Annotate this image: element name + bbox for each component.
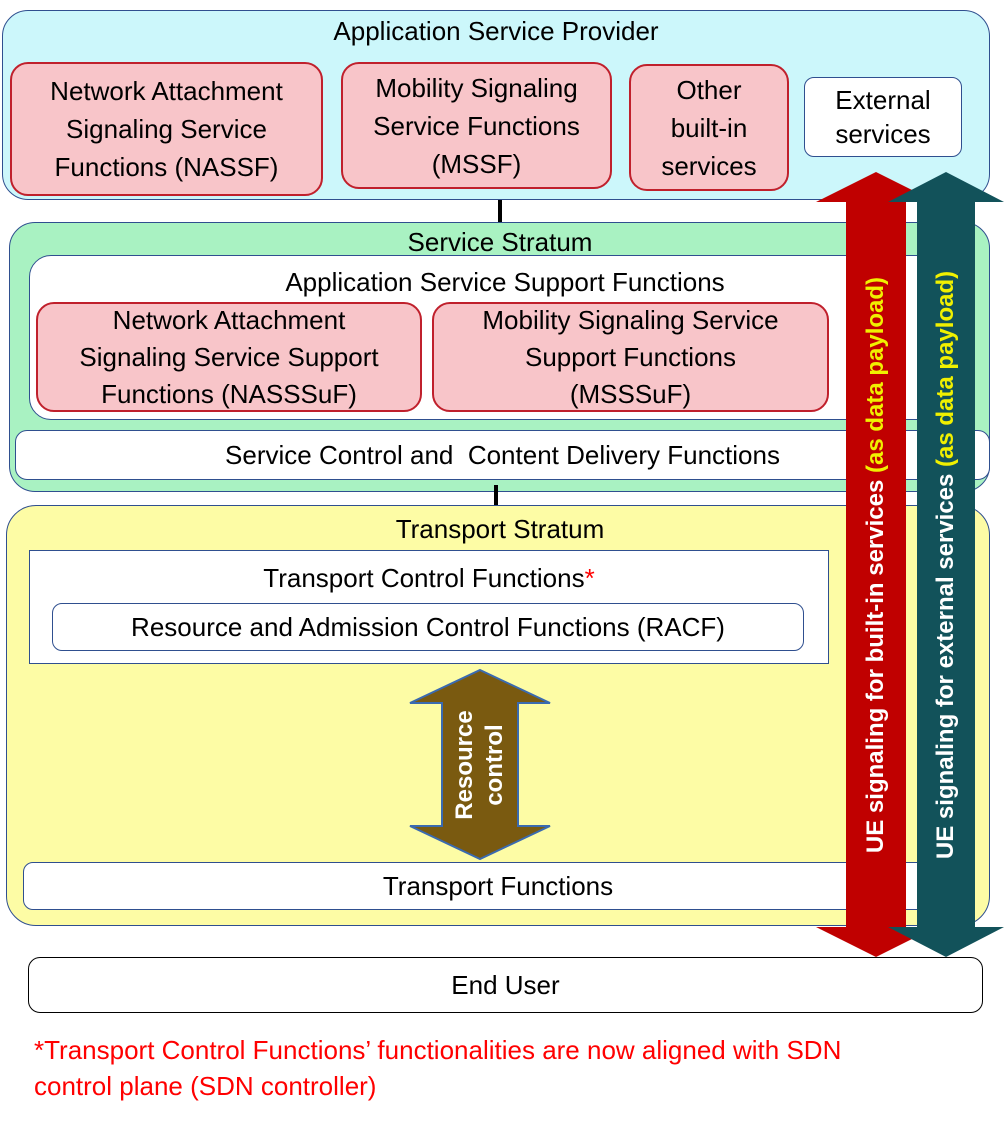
nassf-line-1: Network Attachment <box>50 76 283 106</box>
mssf-line-3: (MSSF) <box>431 148 522 179</box>
external-signaling-arrow <box>888 172 1004 957</box>
nasssuf-box: Network Attachment Signaling Service Sup… <box>36 302 422 412</box>
builtin-signaling-label: UE signaling for built-in services (as d… <box>859 215 893 915</box>
transport-functions-box: Transport Functions <box>23 862 973 910</box>
mssf-line-2: Service Functions <box>373 110 580 141</box>
tcf-title: Transport Control Functions* <box>29 558 829 598</box>
builtin-signaling-arrow <box>816 172 936 957</box>
external-main-text: UE signaling for external services <box>932 466 959 860</box>
footnote: *Transport Control Functions’ functional… <box>34 1032 994 1104</box>
service-stratum-title: Service Stratum <box>407 226 593 257</box>
asp-service-connector <box>498 200 502 222</box>
asp-title: Application Service Provider <box>333 15 659 46</box>
external-payload-text: (as data payload) <box>932 270 959 467</box>
nassf-line-2: Signaling Service <box>66 114 267 144</box>
nassf-box: Network Attachment Signaling Service Fun… <box>10 62 323 196</box>
msssuf-line-3: (MSSSuF) <box>569 378 692 409</box>
assf-title: Application Service Support Functions <box>285 266 725 297</box>
tcf-title-text: Transport Control Functions <box>263 562 585 593</box>
nassf-line-3: Functions (NASSF) <box>54 152 279 182</box>
external-line-2: services <box>835 119 931 149</box>
mssf-line-1: Mobility Signaling <box>375 72 578 103</box>
other-line-1: Other <box>676 74 742 105</box>
other-line-2: built-in <box>670 112 748 143</box>
nasssuf-line-3: Functions (NASSSuF) <box>101 378 357 409</box>
racf-box: Resource and Admission Control Functions… <box>52 603 804 651</box>
end-user-box: End User <box>28 957 983 1013</box>
resource-control-line-1: Resource <box>451 710 478 820</box>
service-transport-connector <box>494 485 498 505</box>
msssuf-line-2: Support Functions <box>524 341 736 372</box>
other-line-3: services <box>661 150 757 181</box>
footnote-line-1: *Transport Control Functions’ functional… <box>34 1035 842 1065</box>
external-signaling-label: UE signaling for external services (as d… <box>929 215 963 915</box>
external-services-box: External services <box>804 77 962 157</box>
msssuf-box: Mobility Signaling Service Support Funct… <box>432 302 829 412</box>
resource-control-line-2: control <box>481 724 508 806</box>
nasssuf-line-1: Network Attachment <box>112 304 346 335</box>
other-builtin-box: Other built-in services <box>629 64 789 191</box>
nasssuf-line-2: Signaling Service Support <box>79 341 379 372</box>
external-line-1: External <box>835 85 931 115</box>
msssuf-line-1: Mobility Signaling Service <box>482 304 779 335</box>
resource-control-label: Resource control <box>450 665 510 865</box>
resource-control-arrow <box>409 668 551 861</box>
builtin-main-text: UE signaling for built-in services <box>862 473 889 854</box>
transport-stratum-title: Transport Stratum <box>395 513 605 544</box>
scdf-box: Service Control and Content Delivery Fun… <box>15 430 990 480</box>
mssf-box: Mobility Signaling Service Functions (MS… <box>341 62 612 189</box>
builtin-payload-text: (as data payload) <box>862 276 889 473</box>
footnote-line-2: control plane (SDN controller) <box>34 1071 377 1101</box>
tcf-asterisk: * <box>584 562 595 593</box>
